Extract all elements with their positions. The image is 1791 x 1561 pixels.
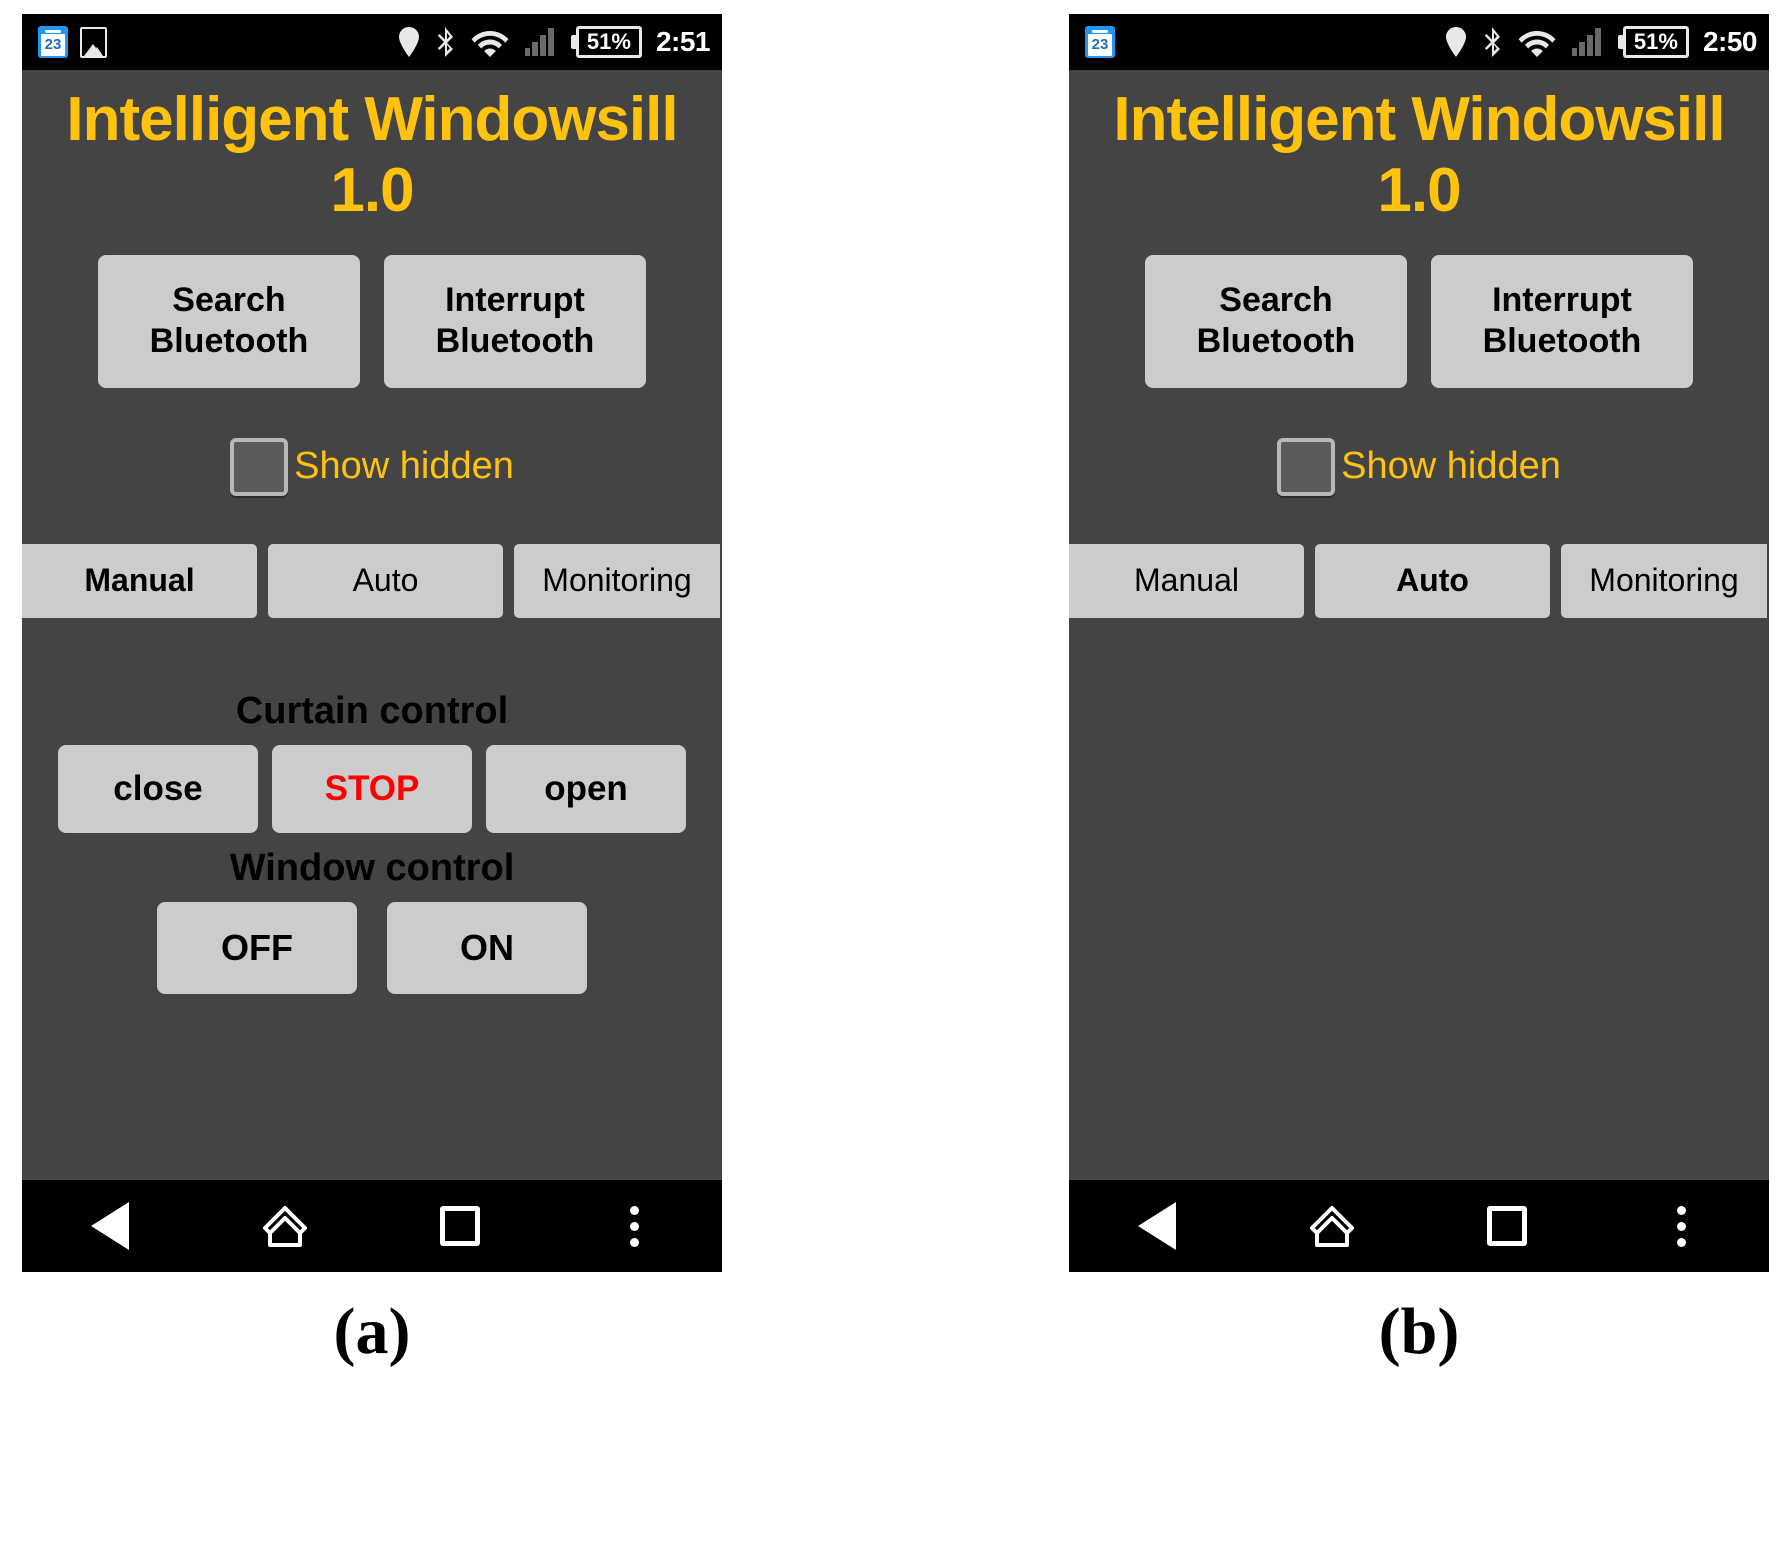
image-icon <box>80 26 107 58</box>
window-control-label: Window control <box>229 846 515 889</box>
panel-a: 23 <box>22 14 722 1370</box>
nav-home-button[interactable] <box>1244 1203 1419 1249</box>
search-bluetooth-label-line1: Search <box>172 281 286 320</box>
show-hidden-row-b: Show hidden <box>1069 437 1769 496</box>
nav-back-button[interactable] <box>22 1202 197 1250</box>
nav-home-button[interactable] <box>197 1203 372 1249</box>
bluetooth-icon <box>435 26 457 58</box>
search-bluetooth-button[interactable]: Search Bluetooth <box>1145 254 1407 388</box>
show-hidden-label: Show hidden <box>294 445 514 488</box>
signal-icon <box>1570 26 1604 58</box>
app-title-line1: Intelligent Windowsill <box>1113 85 1725 154</box>
curtain-control-button-row: close STOP open <box>22 744 722 833</box>
nav-recents-button[interactable] <box>372 1206 547 1246</box>
calendar-icon-day: 23 <box>1088 34 1112 56</box>
show-hidden-row-a: Show hidden <box>22 437 722 496</box>
interrupt-bluetooth-label-line2: Bluetooth <box>1482 322 1642 361</box>
nav-overflow-menu-button[interactable] <box>547 1205 722 1247</box>
app-title-b: Intelligent Windowsill 1.0 <box>1069 70 1769 227</box>
status-bar-left-icons-b: 23 <box>1085 26 1115 58</box>
curtain-stop-button[interactable]: STOP <box>272 744 472 833</box>
tab-content-auto <box>1069 618 1769 1180</box>
search-bluetooth-label-line2: Bluetooth <box>149 322 309 361</box>
location-icon <box>397 26 421 58</box>
tab-auto[interactable]: Auto <box>268 543 503 618</box>
signal-icon <box>523 26 557 58</box>
app-title-line2: 1.0 <box>330 156 414 226</box>
status-bar-a: 23 <box>22 14 722 70</box>
overflow-menu-icon <box>630 1205 639 1247</box>
search-bluetooth-button[interactable]: Search Bluetooth <box>98 254 360 388</box>
location-icon <box>1444 26 1468 58</box>
window-off-button[interactable]: OFF <box>157 901 357 994</box>
tab-auto[interactable]: Auto <box>1315 543 1550 618</box>
nav-overflow-menu-button[interactable] <box>1594 1205 1769 1247</box>
battery-icon: 51% <box>1617 26 1689 58</box>
window-on-button[interactable]: ON <box>387 901 587 994</box>
overflow-menu-icon <box>1677 1205 1686 1247</box>
show-hidden-checkbox[interactable] <box>230 437 289 496</box>
tab-content-manual: Curtain control close STOP open Window c… <box>22 618 722 1180</box>
show-hidden-checkbox[interactable] <box>1277 437 1336 496</box>
interrupt-bluetooth-button[interactable]: Interrupt Bluetooth <box>1431 254 1693 388</box>
tab-manual[interactable]: Manual <box>22 543 257 618</box>
status-bar-clock: 2:51 <box>655 26 711 57</box>
app-body-b: Intelligent Windowsill 1.0 Search Blueto… <box>1069 70 1769 1180</box>
wifi-icon <box>1518 27 1556 57</box>
interrupt-bluetooth-label-line1: Interrupt <box>1492 281 1632 320</box>
panel-a-caption: (a) <box>333 1295 411 1368</box>
curtain-control-label: Curtain control <box>235 689 509 732</box>
calendar-icon: 23 <box>1085 26 1115 58</box>
search-bluetooth-label-line2: Bluetooth <box>1196 322 1356 361</box>
bluetooth-button-row-a: Search Bluetooth Interrupt Bluetooth <box>22 254 722 388</box>
tab-bar-b: Manual Auto Monitoring <box>1069 543 1769 618</box>
nav-back-button[interactable] <box>1069 1202 1244 1250</box>
curtain-close-button[interactable]: close <box>58 744 258 833</box>
recents-icon <box>1486 1206 1527 1246</box>
tab-monitoring[interactable]: Monitoring <box>514 543 720 618</box>
status-bar-clock: 2:50 <box>1702 26 1758 57</box>
app-title-line1: Intelligent Windowsill <box>66 85 678 154</box>
app-body-a: Intelligent Windowsill 1.0 Search Blueto… <box>22 70 722 1180</box>
bluetooth-icon <box>1482 26 1504 58</box>
back-icon <box>1137 1202 1176 1250</box>
show-hidden-label: Show hidden <box>1341 445 1561 488</box>
tab-monitoring[interactable]: Monitoring <box>1561 543 1767 618</box>
back-icon <box>90 1202 129 1250</box>
calendar-icon: 23 <box>38 26 68 58</box>
nav-bar-b <box>1069 1180 1769 1272</box>
status-bar-b: 23 <box>1069 14 1769 70</box>
recents-icon <box>439 1206 480 1246</box>
interrupt-bluetooth-label-line1: Interrupt <box>445 281 585 320</box>
battery-icon: 51% <box>570 26 642 58</box>
bluetooth-button-row-b: Search Bluetooth Interrupt Bluetooth <box>1069 254 1769 388</box>
app-title-line2: 1.0 <box>1377 156 1461 226</box>
home-icon <box>1309 1203 1355 1249</box>
status-bar-left-icons-a: 23 <box>38 26 107 58</box>
phone-screen-a: 23 <box>22 14 722 1272</box>
calendar-icon-day: 23 <box>41 34 65 56</box>
app-title-a: Intelligent Windowsill 1.0 <box>22 70 722 227</box>
battery-level-label: 51% <box>575 26 642 58</box>
wifi-icon <box>471 27 509 57</box>
search-bluetooth-label-line1: Search <box>1219 281 1333 320</box>
status-bar-right-icons-b: 51% 2:50 <box>1444 26 1758 58</box>
panel-b: 23 <box>1069 14 1769 1370</box>
phone-screen-b: 23 <box>1069 14 1769 1272</box>
tab-bar-a: Manual Auto Monitoring <box>22 543 722 618</box>
nav-bar-a <box>22 1180 722 1272</box>
panel-b-caption: (b) <box>1378 1295 1460 1368</box>
interrupt-bluetooth-label-line2: Bluetooth <box>435 322 595 361</box>
curtain-open-button[interactable]: open <box>486 744 686 833</box>
interrupt-bluetooth-button[interactable]: Interrupt Bluetooth <box>384 254 646 388</box>
window-control-button-row: OFF ON <box>157 901 587 994</box>
battery-level-label: 51% <box>1622 26 1689 58</box>
nav-recents-button[interactable] <box>1419 1206 1594 1246</box>
tab-manual[interactable]: Manual <box>1069 543 1304 618</box>
home-icon <box>262 1203 308 1249</box>
status-bar-right-icons-a: 51% 2:51 <box>397 26 711 58</box>
